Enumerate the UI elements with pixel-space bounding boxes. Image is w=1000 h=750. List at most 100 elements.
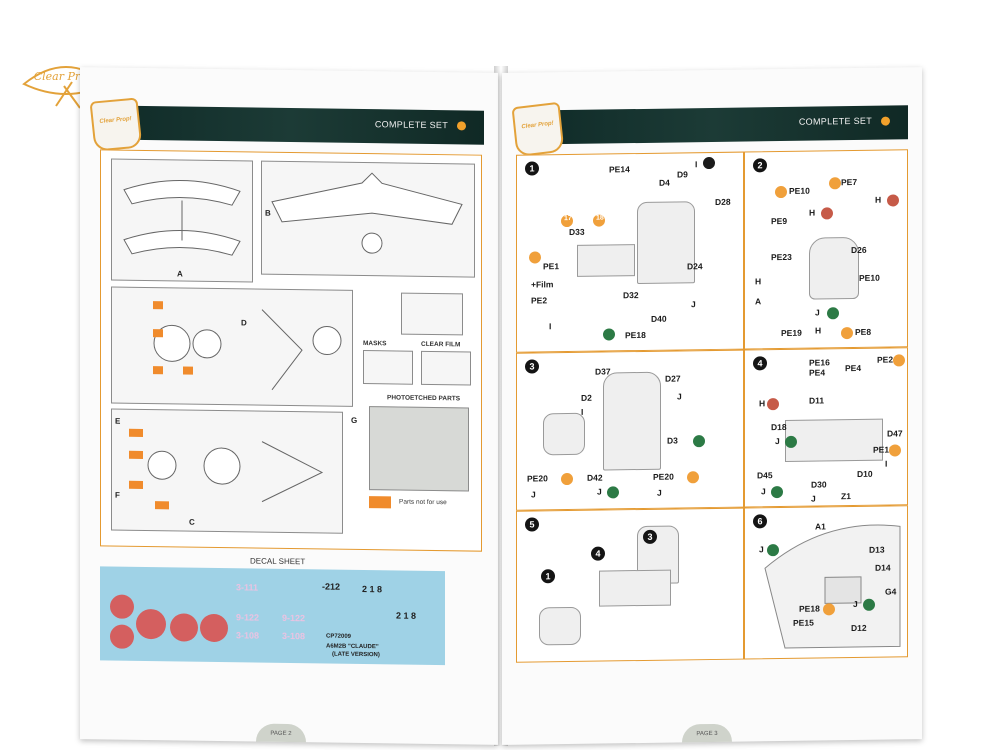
unused-part xyxy=(129,428,143,437)
paint-color-badge xyxy=(829,177,841,190)
masks-sheet xyxy=(363,350,413,385)
sprue-b-drawing xyxy=(271,172,463,254)
decal-code: 3-108 xyxy=(236,630,260,641)
unused-part xyxy=(129,480,143,489)
paint-color-badge xyxy=(603,328,615,341)
sprue-c-drawing xyxy=(147,441,324,503)
part-label: D9 xyxy=(677,169,688,180)
part-label: D14 xyxy=(875,562,891,573)
unused-part xyxy=(129,450,143,459)
part-label: J xyxy=(531,489,536,500)
part-label: PE14 xyxy=(609,164,630,175)
page-header: Clear Prop! COMPLETE SET xyxy=(511,101,908,158)
header-dot-icon xyxy=(457,121,466,131)
decal-kit-number: CP72009 xyxy=(326,633,352,640)
part-label: PE4 xyxy=(809,367,826,378)
paint-color-badge xyxy=(767,398,779,411)
part-label: PE18 xyxy=(799,603,820,614)
sprue-a-letter: A xyxy=(177,269,183,279)
page-number: PAGE 3 xyxy=(696,730,718,738)
part-label: PE19 xyxy=(781,327,802,339)
paint-color-badge xyxy=(827,307,839,320)
part-label: D33 xyxy=(569,226,585,237)
sprue-a xyxy=(111,158,253,283)
part-label: J xyxy=(811,493,816,504)
decal-sheet: 3-111 9-122 3-108 9-122 3-108 2 1 8 2 1 … xyxy=(100,566,445,666)
unused-part xyxy=(153,366,163,375)
masks-label: MASKS xyxy=(363,340,387,348)
part-label: I xyxy=(885,458,888,469)
header-title: COMPLETE SET xyxy=(798,115,872,127)
part-label: J xyxy=(657,487,662,498)
part-label: PE8 xyxy=(855,326,872,338)
part-label: H xyxy=(759,398,766,409)
paint-color-badge xyxy=(889,444,901,457)
part-label: J xyxy=(761,486,766,497)
decal-kit-version: (LATE VERSION) xyxy=(332,651,380,659)
sprue-g-letter: G xyxy=(351,415,358,425)
floor-subassembly-drawing xyxy=(599,569,671,607)
part-label: J xyxy=(853,598,858,610)
assembly-step-5: 5 3 4 1 xyxy=(516,507,744,663)
clear-film-label: CLEAR FILM xyxy=(421,340,461,349)
part-label: G4 xyxy=(885,586,897,597)
part-label: J xyxy=(691,299,696,310)
decal-code: 2 1 8 xyxy=(396,610,417,621)
decal-code: 2 1 8 xyxy=(362,584,383,595)
paint-color-badge xyxy=(687,471,699,484)
part-label: I xyxy=(695,159,698,170)
step-number: 2 xyxy=(753,158,767,173)
photoetched-label: PHOTOETCHED PARTS xyxy=(387,394,461,403)
gauge-cluster-drawing xyxy=(577,244,635,277)
header-title: COMPLETE SET xyxy=(374,119,448,131)
decal-kit-name: A6M2B "CLAUDE" xyxy=(326,643,379,651)
decal-sheet-section: DECAL SHEET 3-111 9-122 3-108 9-122 3-10… xyxy=(100,554,480,679)
part-label: H xyxy=(815,325,822,336)
header-tab-logo: Clear Prop! xyxy=(89,97,143,152)
part-label: D10 xyxy=(857,468,873,479)
part-label: PE10 xyxy=(789,185,810,196)
step-number: 3 xyxy=(525,359,539,374)
paint-color-badge xyxy=(561,472,573,486)
sprue-e-letter: E xyxy=(115,416,121,426)
unused-part xyxy=(153,301,163,310)
part-label: H xyxy=(755,276,762,287)
assembly-step-1: 1 PE14 D4 D9 I D28 D33 PE1 +Film PE2 D24… xyxy=(516,151,744,353)
part-label: D47 xyxy=(887,428,903,439)
unused-part xyxy=(153,329,163,338)
part-label: D3 xyxy=(667,435,678,446)
paint-color-badge xyxy=(823,603,835,616)
assembly-step-2: 2 PE7 PE10 H PE9 H D26 PE23 H A PE10 J P… xyxy=(744,149,908,350)
sprue-layout-panel: A B D MASKS CLEAR FILM xyxy=(100,149,482,552)
part-label: PE15 xyxy=(793,617,814,628)
part-label: D2 xyxy=(581,392,592,403)
fuselage-drawing xyxy=(764,524,901,649)
part-label: PE20 xyxy=(653,471,674,482)
decal-code: 3-111 xyxy=(236,582,259,593)
step-number: 5 xyxy=(525,517,539,532)
subassembly-marker: 1 xyxy=(541,569,555,584)
part-label: PE1 xyxy=(543,261,560,272)
paint-color-badge xyxy=(887,194,899,207)
sprue-a-drawing xyxy=(123,180,241,256)
paint-color-badge xyxy=(529,251,541,264)
step-number: 4 xyxy=(753,356,767,371)
cockpit-floor-drawing xyxy=(785,418,883,462)
instrument-panel-drawing xyxy=(637,201,695,285)
clear-canopy-sprue xyxy=(401,292,463,336)
assembly-step-6: 6 A1 J D13 D14 G4 PE18 PE15 D12 J xyxy=(744,505,908,660)
hinomaru-roundel xyxy=(110,624,134,649)
part-label: D42 xyxy=(587,472,603,483)
part-label: PE23 xyxy=(771,251,792,263)
paint-color-badge xyxy=(785,435,797,448)
assembly-steps-grid: 1 PE14 D4 D9 I D28 D33 PE1 +Film PE2 D24… xyxy=(516,149,908,674)
part-label: PE10 xyxy=(859,272,880,283)
part-label: J xyxy=(815,307,820,318)
paint-color-badge xyxy=(703,156,715,170)
sprue-b-letter: B xyxy=(265,208,271,218)
page-number-pill: PAGE 2 xyxy=(256,723,306,743)
part-label: H xyxy=(809,207,816,218)
paint-color-badge xyxy=(821,207,833,220)
subassembly-marker: 4 xyxy=(591,546,605,561)
part-label: I xyxy=(581,406,584,417)
